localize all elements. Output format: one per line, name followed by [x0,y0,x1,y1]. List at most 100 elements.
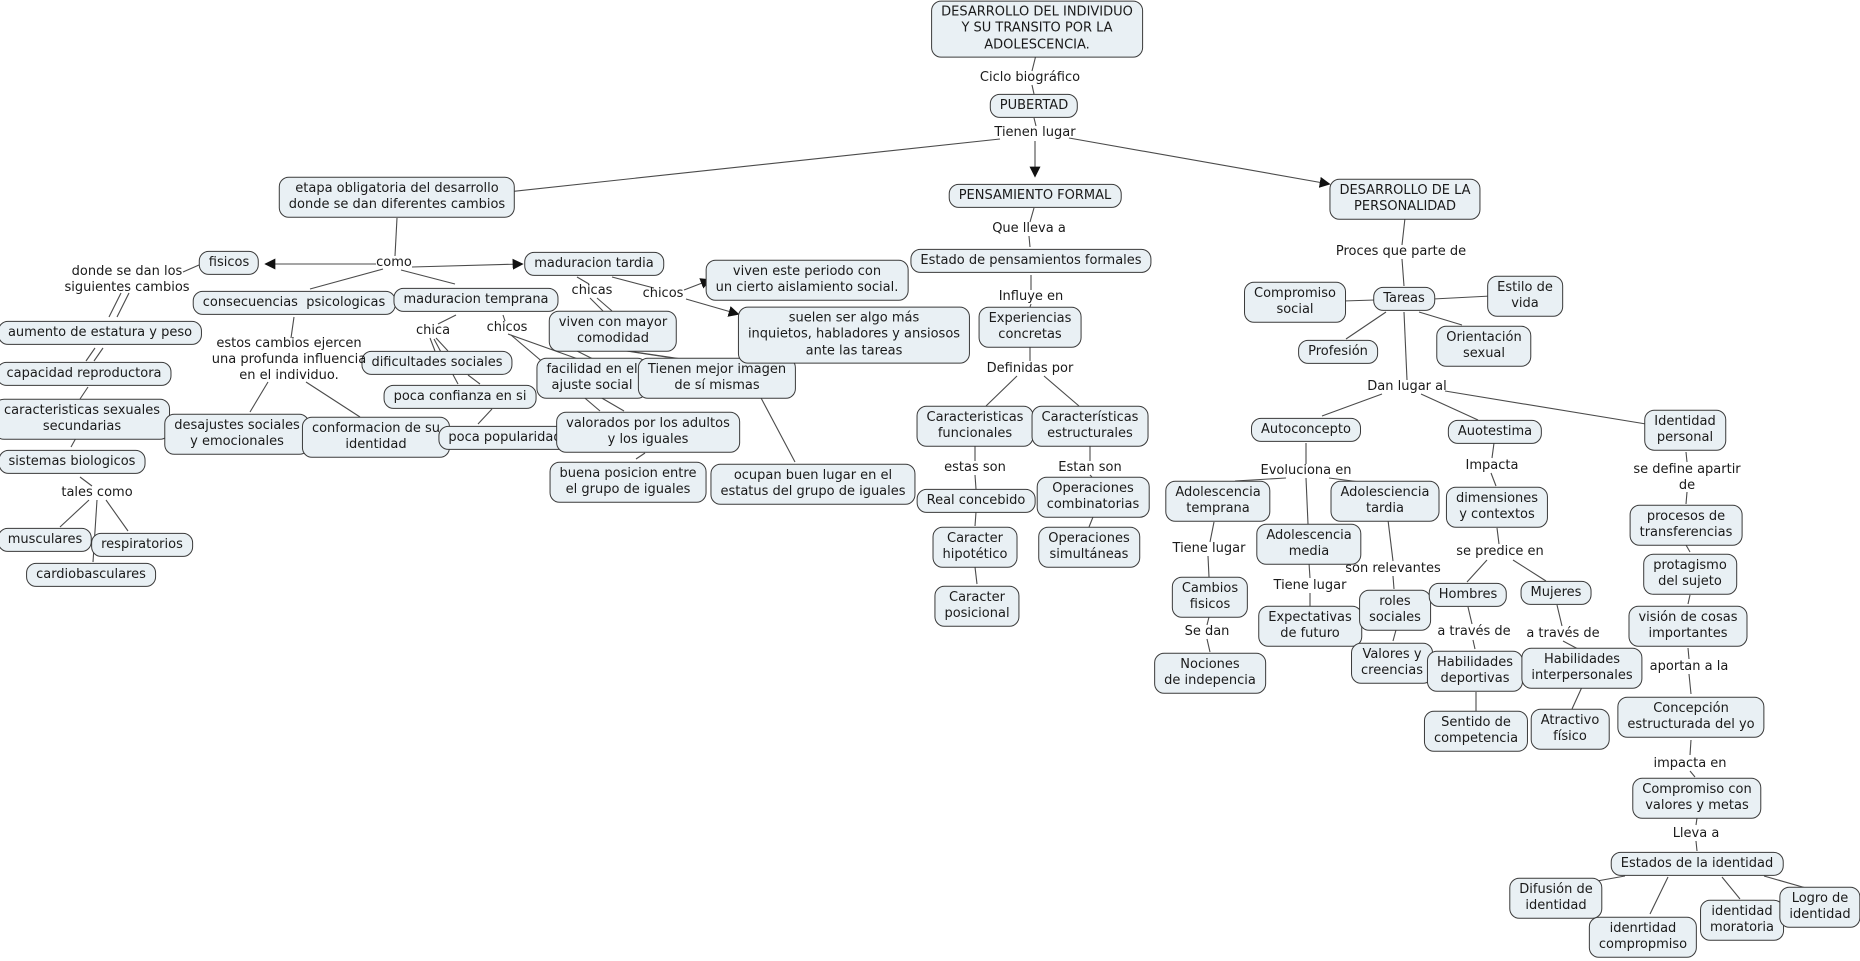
node-identidad-compromiso[interactable]: idenrtidad compropmiso [1588,916,1698,958]
link-label-proces-parte[interactable]: Proces que parte de [1335,244,1467,260]
node-caracteristicas-estructurales[interactable]: Características estructurales [1031,405,1149,447]
node-compromiso-valores[interactable]: Compromiso con valores y metas [1632,777,1762,819]
node-consecuencias-psicologicas[interactable]: consecuencias psicologicas [192,290,396,316]
node-capacidad-reproductora[interactable]: capacidad reproductora [0,361,172,387]
link-label-influye-en[interactable]: Influye en [998,289,1064,305]
node-dificultades-sociales[interactable]: dificultades sociales [361,350,513,376]
node-desajustes[interactable]: desajustes sociales y emocionales [164,413,310,455]
link-label-como[interactable]: como [376,255,412,271]
node-viven-comodidad[interactable]: viven con mayor comodidad [548,310,678,352]
node-expectativas-futuro[interactable]: Expectativas de futuro [1258,605,1362,647]
node-hombres[interactable]: Hombres [1428,582,1508,608]
link-label-tiene-lugar-1[interactable]: Tiene lugar [1172,541,1246,557]
node-conformacion-identidad[interactable]: conformacion de su identidad [301,416,451,458]
node-operaciones-simultaneas[interactable]: Operaciones simultáneas [1038,526,1140,568]
link-label-a-traves-de-1[interactable]: a través de [1437,624,1511,640]
node-caracter-posicional[interactable]: Caracter posicional [934,585,1020,627]
link-label-impacta[interactable]: Impacta [1465,458,1519,474]
node-logro-identidad[interactable]: Logro de identidad [1779,886,1860,928]
node-titulo[interactable]: DESARROLLO DEL INDIVIDUO Y SU TRANSITO P… [931,0,1143,58]
node-mejor-imagen[interactable]: Tienen mejor imagen de sí mismas [637,357,797,399]
node-nociones-independencia[interactable]: Nociones de indepencia [1154,652,1266,694]
link-label-se-dan[interactable]: Se dan [1184,624,1230,640]
node-identidad-moratoria[interactable]: identidad moratoria [1700,899,1784,941]
node-respiratorios[interactable]: respiratorios [91,532,193,558]
link-label-aportan-a-la[interactable]: aportan a la [1649,659,1729,675]
node-autoconcepto[interactable]: Autoconcepto [1251,417,1361,443]
link-label-estos-cambios[interactable]: estos cambios ejercen una profunda influ… [211,336,367,383]
node-compromiso-social[interactable]: Compromiso social [1244,281,1346,323]
node-estado-pensamientos[interactable]: Estado de pensamientos formales [910,248,1152,274]
link-label-son-relevantes[interactable]: son relevantes [1345,561,1441,577]
node-orientacion-sexual[interactable]: Orientación sexual [1436,325,1532,367]
node-inquietos[interactable]: suelen ser algo más inquietos, habladore… [737,306,971,364]
link-label-que-lleva-a[interactable]: Que lleva a [992,221,1066,237]
link-label-chica[interactable]: chica [415,323,451,339]
node-sentido-competencia[interactable]: Sentido de competencia [1423,710,1529,752]
node-musculares[interactable]: musculares [0,527,93,553]
node-valores-creencias[interactable]: Valores y creencias [1351,642,1433,684]
node-valorados[interactable]: valorados por los adultos y los iguales [556,411,740,453]
node-facilidad-ajuste[interactable]: facilidad en el ajuste social [536,357,648,399]
node-difusion-identidad[interactable]: Difusión de identidad [1509,877,1603,919]
node-poca-confianza[interactable]: poca confianza en si [383,384,537,410]
node-cardiobasculares[interactable]: cardiobasculares [26,562,156,588]
link-label-se-define[interactable]: se define apartir de [1633,462,1741,493]
node-profesion[interactable]: Profesión [1298,339,1378,365]
link-label-ciclo-biografico[interactable]: Ciclo biográfico [979,70,1081,86]
node-etapa-obligatoria[interactable]: etapa obligatoria del desarrollo donde s… [278,176,516,218]
link-label-definidas-por[interactable]: Definidas por [986,361,1074,377]
node-pensamiento-formal[interactable]: PENSAMIENTO FORMAL [948,183,1122,209]
link-label-evoluciona-en[interactable]: Evoluciona en [1260,463,1352,479]
node-identidad-personal[interactable]: Identidad personal [1644,409,1726,451]
link-label-lleva-a[interactable]: Lleva a [1672,826,1720,842]
node-adolescencia-media[interactable]: Adolescencia media [1256,523,1362,565]
link-label-tienen-lugar[interactable]: Tienen lugar [994,125,1076,141]
link-label-a-traves-de-2[interactable]: a través de [1526,626,1600,642]
node-atractivo-fisico[interactable]: Atractivo físico [1530,708,1610,750]
node-pubertad[interactable]: PUBERTAD [989,93,1079,119]
node-dimensiones-contextos[interactable]: dimensiones y contextos [1445,486,1549,528]
node-aumento-estatura[interactable]: aumento de estatura y peso [0,320,203,346]
node-maduracion-tardia[interactable]: maduracion tardia [524,251,664,277]
node-operaciones-combinatorias[interactable]: Operaciones combinatorias [1036,476,1150,518]
node-real-concebido[interactable]: Real concebido [916,488,1036,514]
node-caracter-hipotetico[interactable]: Caracter hipotético [932,526,1018,568]
node-habilidades-deportivas[interactable]: Habilidades deportivas [1426,650,1524,692]
node-habilidades-interpersonales[interactable]: Habilidades interpersonales [1521,647,1643,689]
link-label-tiene-lugar-2[interactable]: Tiene lugar [1273,578,1347,594]
link-label-donde-se-dan[interactable]: donde se dan los siguientes cambios [64,264,190,295]
node-sistemas-biologicos[interactable]: sistemas biologicos [0,449,146,475]
node-auotestima[interactable]: Auotestima [1447,419,1543,445]
link-label-tales-como[interactable]: tales como [61,485,133,501]
node-protagismo-sujeto[interactable]: protagismo del sujeto [1643,553,1737,595]
node-cambios-fisicos[interactable]: Cambios fisicos [1171,576,1249,618]
node-adolescencia-temprana[interactable]: Adolescencia temprana [1165,480,1271,522]
node-estilo-vida[interactable]: Estilo de vida [1487,275,1563,317]
link-label-estas-son[interactable]: estas son [944,460,1006,476]
link-label-chicas[interactable]: chicas [571,283,613,299]
node-caracteristicas-sexuales[interactable]: caracteristicas sexuales secundarias [0,398,170,440]
node-maduracion-temprana[interactable]: maduracion temprana [393,287,559,313]
node-ocupan-buen-lugar[interactable]: ocupan buen lugar en el estatus del grup… [710,463,916,505]
node-concepcion-yo[interactable]: Concepción estructurada del yo [1617,696,1765,738]
node-adolescencia-tardia[interactable]: Adolesciencia tardia [1330,480,1440,522]
node-roles-sociales[interactable]: roles sociales [1359,589,1431,631]
link-label-impacta-en[interactable]: impacta en [1653,756,1727,772]
node-vision-cosas[interactable]: visión de cosas importantes [1628,605,1748,647]
node-aislamiento[interactable]: viven este periodo con un cierto aislami… [705,259,909,301]
node-poca-popularidad[interactable]: poca popularidad [438,425,572,451]
node-desarrollo-personalidad[interactable]: DESARROLLO DE LA PERSONALIDAD [1329,178,1481,220]
node-buena-posicion[interactable]: buena posicion entre el grupo de iguales [549,461,707,503]
node-procesos-transferencias[interactable]: procesos de transferencias [1629,504,1743,546]
link-label-chicos-izq[interactable]: chicos [486,320,528,336]
link-label-estan-son[interactable]: Estan son [1058,460,1122,476]
link-label-dan-lugar-al[interactable]: Dan lugar al [1367,379,1447,395]
node-tareas[interactable]: Tareas [1373,286,1435,312]
node-mujeres[interactable]: Mujeres [1520,580,1592,606]
link-label-chicos-der[interactable]: chicos [642,286,684,302]
node-caracteristicas-funcionales[interactable]: Caracteristicas funcionales [916,405,1034,447]
node-fisicos[interactable]: fisicos [198,250,260,276]
link-label-se-predice-en[interactable]: se predice en [1456,544,1544,560]
node-experiencias-concretas[interactable]: Experiencias concretas [978,306,1082,348]
